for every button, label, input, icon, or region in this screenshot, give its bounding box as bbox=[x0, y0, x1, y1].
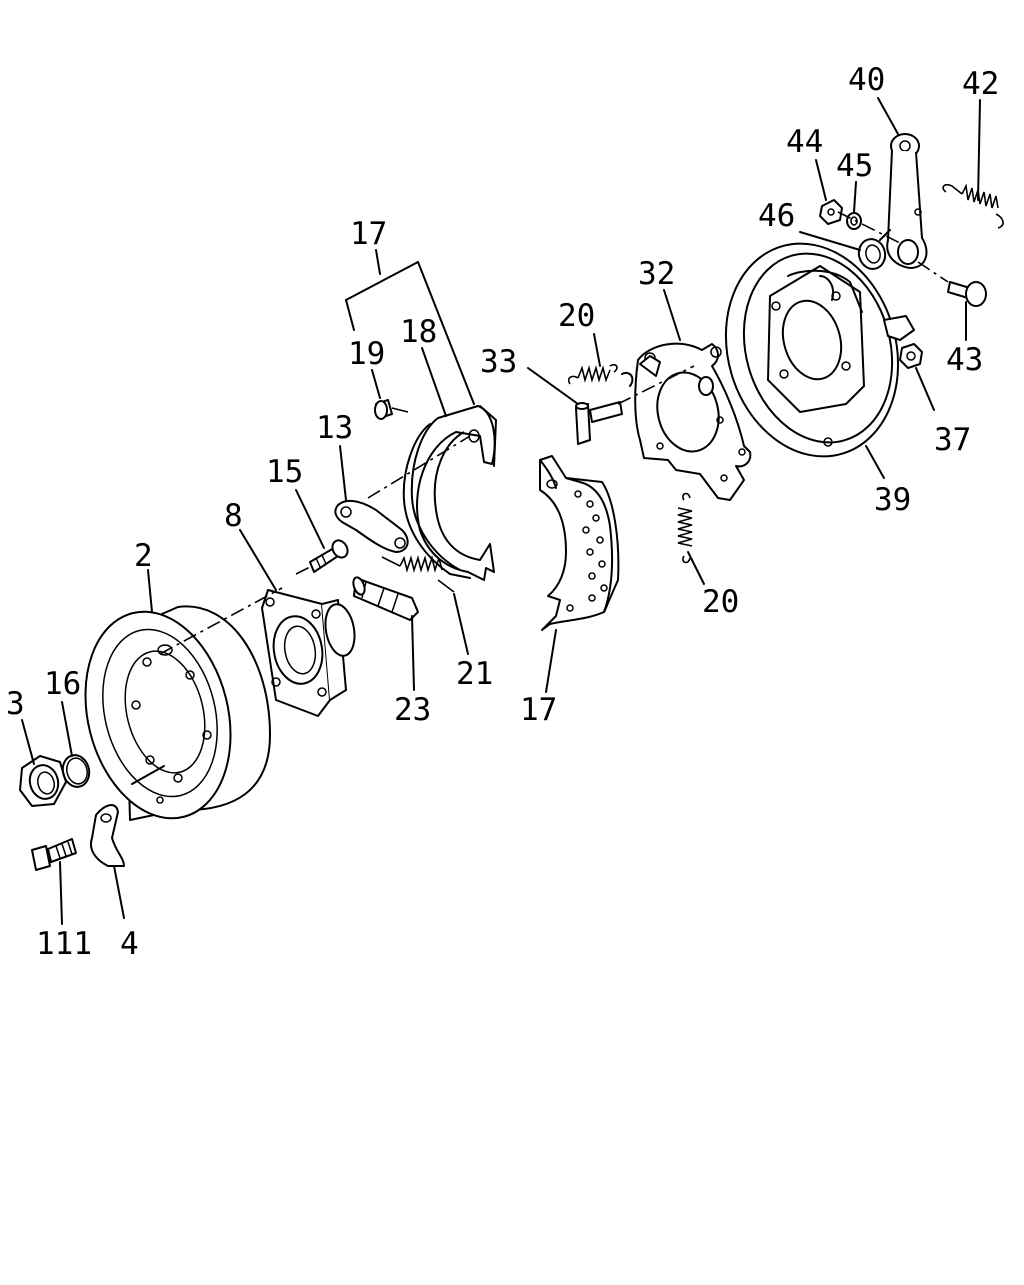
part-return-spring-upper bbox=[567, 363, 618, 385]
callout-39: 39 bbox=[874, 482, 911, 518]
callout-2: 2 bbox=[134, 538, 153, 574]
callout-37: 37 bbox=[934, 422, 971, 458]
part-lever-bolt bbox=[947, 281, 987, 307]
callout-13: 13 bbox=[316, 410, 353, 446]
part-bolt bbox=[31, 838, 77, 871]
callout-3: 3 bbox=[6, 686, 25, 722]
assembly-axis-lines bbox=[159, 211, 949, 655]
part-lock-plate bbox=[90, 804, 125, 867]
callout-45: 45 bbox=[836, 148, 873, 184]
part-housing-nut bbox=[899, 343, 923, 369]
part-brake-drum bbox=[84, 605, 271, 821]
part-adjuster-screw bbox=[352, 576, 419, 621]
callout-40: 40 bbox=[848, 62, 885, 98]
callout-44: 44 bbox=[786, 124, 823, 160]
part-shoe-bolt bbox=[374, 399, 409, 420]
callout-43: 43 bbox=[946, 342, 983, 378]
part-adjuster-spring bbox=[381, 555, 455, 593]
callout-19: 19 bbox=[348, 336, 385, 372]
callout-23: 23 bbox=[394, 692, 431, 728]
callout-20-top: 20 bbox=[558, 298, 595, 334]
callout-16: 16 bbox=[44, 666, 81, 702]
part-brake-shoe-lower bbox=[539, 455, 620, 631]
part-return-spring-lower bbox=[677, 492, 693, 564]
part-lever-washer bbox=[846, 212, 862, 230]
callout-17-top: 17 bbox=[350, 216, 387, 252]
callout-17-bottom: 17 bbox=[520, 692, 557, 728]
part-backing-housing bbox=[724, 242, 915, 458]
part-hub-flange bbox=[261, 589, 356, 717]
part-hex-nut bbox=[19, 755, 67, 807]
callout-15: 15 bbox=[266, 454, 303, 490]
callout-21: 21 bbox=[456, 656, 493, 692]
part-cam-pin bbox=[575, 401, 623, 445]
part-link-plate bbox=[334, 499, 409, 553]
callout-8: 8 bbox=[224, 498, 243, 534]
callout-labels: 40 42 44 45 46 17 32 20 18 19 33 43 13 3… bbox=[6, 62, 999, 962]
callout-46: 46 bbox=[758, 198, 795, 234]
part-brake-shoe-upper bbox=[367, 405, 497, 581]
callout-33: 33 bbox=[480, 344, 517, 380]
callout-4: 4 bbox=[120, 926, 139, 962]
part-anchor-pin bbox=[309, 539, 349, 573]
part-lever-nut bbox=[819, 199, 843, 225]
leader-lines bbox=[21, 97, 981, 925]
part-lever-spring bbox=[942, 183, 1004, 229]
callout-32: 32 bbox=[638, 256, 675, 292]
callout-20-bottom: 20 bbox=[702, 584, 739, 620]
part-seal-ring bbox=[857, 238, 887, 270]
part-backing-plate bbox=[621, 342, 752, 501]
part-brake-lever bbox=[879, 133, 928, 269]
callout-18: 18 bbox=[400, 314, 437, 350]
callout-42: 42 bbox=[962, 66, 999, 102]
callout-111: 111 bbox=[36, 926, 92, 962]
